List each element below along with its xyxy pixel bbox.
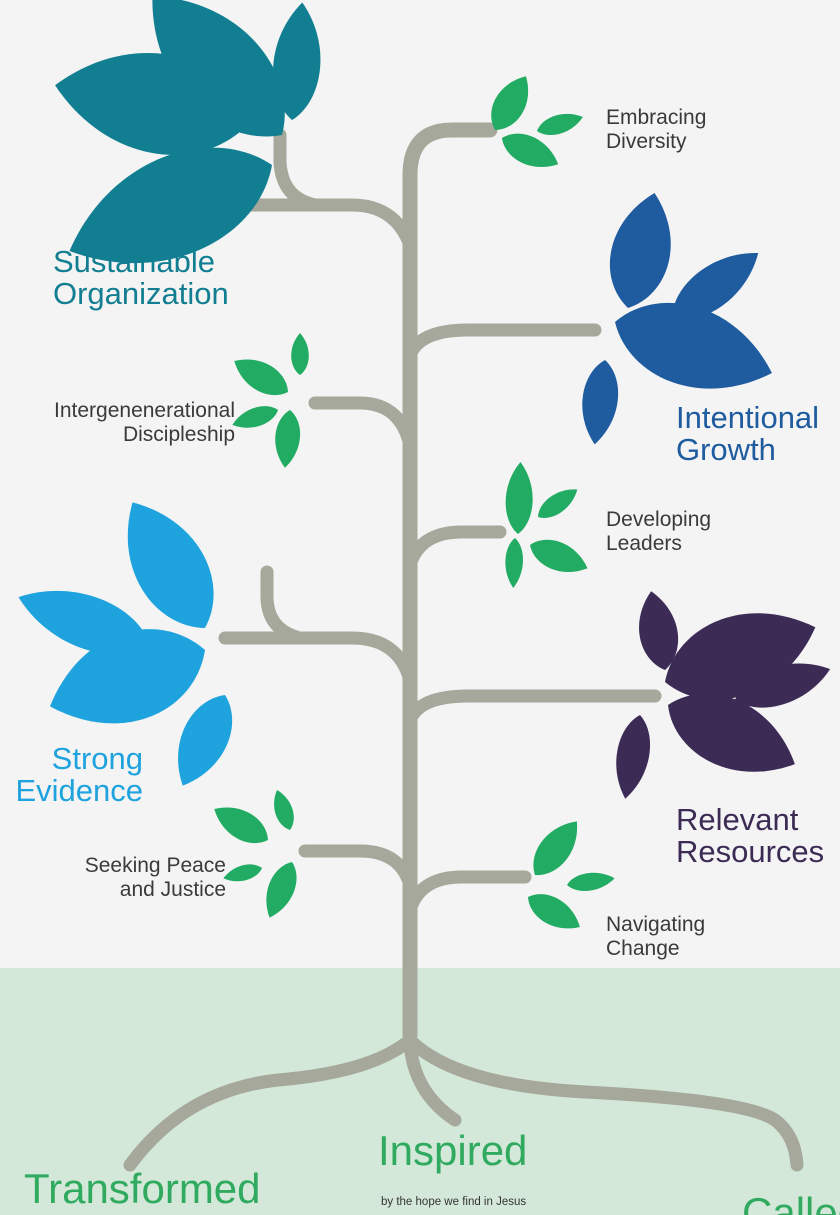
leaf-cluster-change [521, 812, 616, 939]
branch-discipleship [308, 396, 417, 452]
label-line: Resources [676, 833, 825, 869]
leaf [565, 869, 616, 894]
label-strong-evidence: Strong Evidence [10, 743, 143, 806]
leaf [524, 531, 593, 582]
label-line: Navigating [606, 913, 706, 936]
branch-sustainable [243, 198, 417, 252]
label-sustainable-organization: Sustainable Organization [53, 246, 229, 309]
root-subtitle-inspired: by the hope we find in Jesus [381, 1196, 527, 1208]
label-line: Intentional [676, 400, 820, 435]
label-line: Discipleship [122, 422, 235, 446]
root-right [403, 1033, 804, 1172]
label-line: Evidence [15, 772, 143, 808]
label-line: Growth [676, 431, 776, 467]
branch-relevant [403, 689, 662, 727]
leaf [504, 537, 524, 589]
label-line: Relevant [676, 802, 799, 837]
leaf-cluster-leaders [504, 461, 593, 589]
root-title-transformed: Transformed [24, 1165, 261, 1212]
label-line: Strong [51, 741, 143, 776]
leaf [268, 787, 299, 833]
leaf [522, 812, 589, 885]
branch-strong [218, 631, 417, 687]
label-intergenerational-discipleship: Intergenenerational Discipleship [20, 399, 235, 446]
leaf-cluster-diversity [481, 68, 586, 177]
branch-strong-twig [260, 565, 307, 645]
label-embracing-diversity: Embracing Diversity [606, 106, 706, 153]
label-developing-leaders: Developing Leaders [606, 508, 711, 555]
leaf [257, 857, 304, 923]
leaf-cluster-discipleship [227, 333, 309, 469]
branches [123, 122, 804, 1172]
leaf [207, 796, 276, 853]
leaf [521, 885, 587, 939]
root-title-inspired: Inspired [378, 1127, 528, 1174]
branch-change [403, 870, 532, 917]
leaf [577, 357, 623, 447]
branch-leaders [403, 525, 507, 572]
leaf [272, 408, 303, 469]
branch-peace [298, 844, 417, 892]
label-line: Change [606, 936, 680, 960]
label-line: Leaders [606, 531, 682, 555]
label-line: Developing [606, 508, 712, 531]
label-relevant-resources: Relevant Resources [676, 804, 824, 867]
leaf [599, 186, 684, 315]
leaf [532, 481, 583, 525]
leaf [291, 333, 309, 375]
leaf [227, 348, 296, 405]
label-navigating-change: Navigating Change [606, 913, 705, 960]
leaf [504, 461, 534, 535]
branch-intentional [403, 323, 602, 362]
label-line: Organization [53, 275, 229, 311]
branch-sustainable-twig [273, 128, 322, 212]
label-line: and Justice [119, 877, 226, 901]
label-seeking-peace-justice: Seeking Peace and Justice [60, 854, 226, 901]
root-left [123, 1033, 417, 1172]
root-title-called: Called [742, 1189, 840, 1215]
leaf [609, 712, 656, 802]
label-line: Seeking Peace [84, 854, 226, 877]
label-line: Sustainable [53, 244, 216, 279]
leaf [221, 860, 264, 886]
label-line: Intergenenerational [54, 399, 235, 422]
label-line: Embracing [606, 106, 707, 129]
leaf [534, 108, 586, 140]
trunk [402, 122, 498, 1043]
label-intentional-growth: Intentional Growth [676, 402, 819, 465]
root-center [403, 1035, 462, 1127]
leaf [229, 401, 281, 434]
label-line: Diversity [606, 129, 687, 153]
